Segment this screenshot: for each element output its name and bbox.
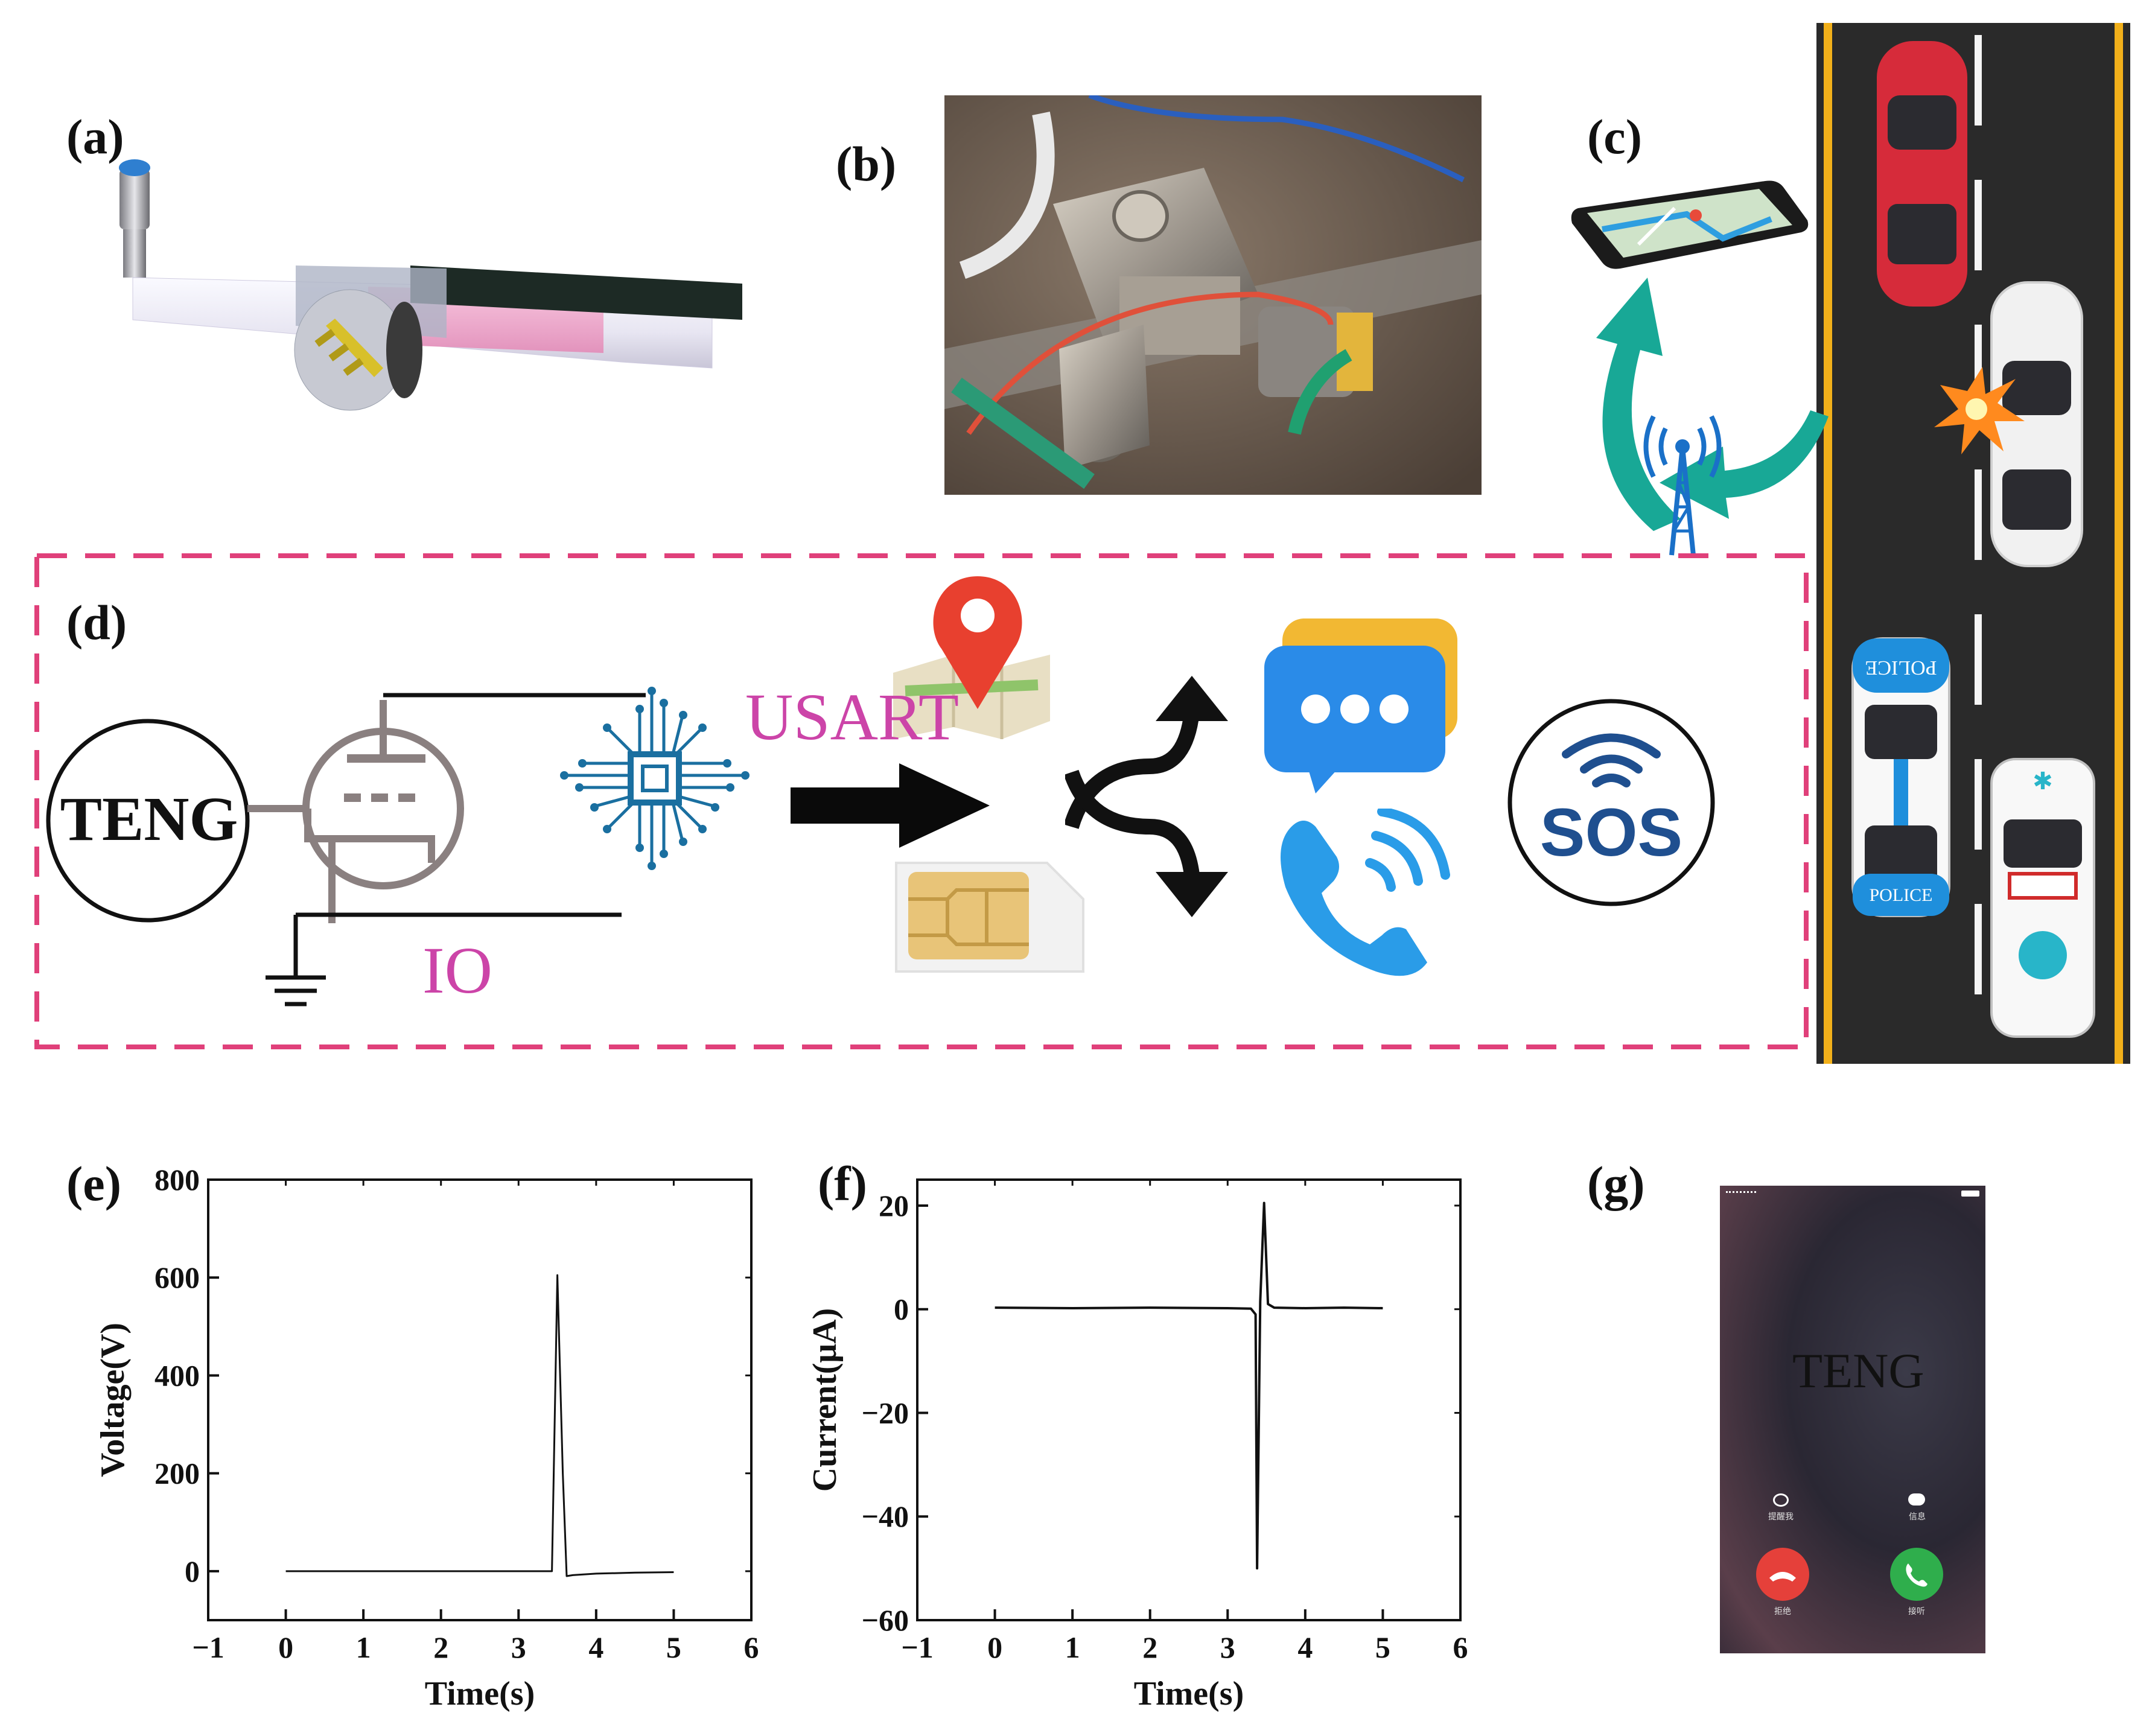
- x-tick-label: 5: [1375, 1630, 1390, 1664]
- y-tick-label: −20: [862, 1396, 909, 1429]
- panel-label-b: (b): [836, 136, 897, 191]
- x-tick-label: −1: [192, 1630, 224, 1664]
- hangup-icon: [1769, 1572, 1796, 1582]
- sos-label: SOS: [1539, 795, 1683, 870]
- incoming-call-screen: TENG 提醒我 信息 拒绝 接听: [1720, 1186, 1985, 1653]
- series-line: [285, 1274, 674, 1577]
- x-tick-label: 0: [987, 1630, 1002, 1664]
- alarm-icon[interactable]: [1773, 1493, 1789, 1507]
- panel-label-a: (a): [66, 109, 124, 164]
- road-scene: POLICE POLICE ✱: [1816, 23, 2130, 1064]
- sos-icon: [1507, 699, 1715, 906]
- police-door-text: POLICE: [1870, 885, 1933, 905]
- decline-button[interactable]: [1756, 1548, 1809, 1601]
- panel-label-g: (g): [1587, 1156, 1645, 1211]
- plot-frame: [207, 1178, 753, 1621]
- message-icon: [1264, 618, 1457, 793]
- plot-frame: [916, 1178, 1462, 1621]
- y-tick-label: 0: [894, 1292, 909, 1326]
- x-tick-label: 6: [1453, 1630, 1468, 1664]
- y-tick-label: 800: [154, 1165, 200, 1197]
- message-label: 信息: [1909, 1512, 1926, 1522]
- y-tick-label: 0: [185, 1554, 200, 1588]
- caller-name: TENG: [1792, 1343, 1924, 1398]
- teng-label: TENG: [60, 784, 238, 854]
- svg-text:✱: ✱: [2032, 768, 2053, 795]
- y-tick-label: 20: [879, 1189, 909, 1223]
- panel-label-d: (d): [66, 595, 127, 650]
- communication-arrows: [1596, 278, 1829, 556]
- smartphone-map: [1571, 180, 1809, 269]
- radio-tower-icon: [1643, 415, 1722, 556]
- x-axis-label: Time(s): [425, 1675, 535, 1712]
- y-axis-label: Current(μA): [806, 1308, 844, 1492]
- status-bar: [1726, 1189, 1979, 1198]
- usart-label: USART: [745, 680, 960, 754]
- discharge-tube-circuit: [247, 693, 646, 1006]
- x-tick-label: 1: [356, 1630, 371, 1664]
- x-axis-label: Time(s): [1134, 1675, 1244, 1712]
- police-roof-text: POLICE: [1865, 657, 1937, 679]
- prototype-photo: [944, 95, 1482, 495]
- panel-label-e: (e): [66, 1156, 122, 1211]
- y-axis-label: Voltage(V): [94, 1323, 132, 1477]
- teng-generator-circle: [46, 719, 250, 923]
- panel-label-c: (c): [1587, 109, 1643, 164]
- y-tick-label: 600: [154, 1261, 200, 1294]
- x-tick-label: 4: [1297, 1630, 1313, 1664]
- x-tick-label: 4: [588, 1630, 603, 1664]
- sim-card-icon: [895, 862, 1084, 973]
- split-arrows: [1065, 676, 1228, 917]
- device-3d-render: [119, 159, 742, 411]
- remind-me-label: 提醒我: [1768, 1512, 1794, 1522]
- x-tick-label: 0: [278, 1630, 293, 1664]
- answer-phone-icon: [1906, 1563, 1927, 1587]
- x-tick-label: −1: [901, 1630, 934, 1664]
- x-tick-label: 2: [1142, 1630, 1157, 1664]
- y-tick-label: −60: [862, 1603, 909, 1637]
- decline-label: 拒绝: [1774, 1607, 1791, 1617]
- y-tick-label: 200: [154, 1457, 200, 1490]
- x-tick-label: 6: [744, 1630, 759, 1664]
- y-tick-label: 400: [154, 1358, 200, 1392]
- map-location-icon: [893, 576, 1050, 739]
- system-diagram-border: [34, 553, 1809, 1049]
- series-line: [995, 1201, 1383, 1570]
- data-flow-arrow: [791, 763, 990, 848]
- message-bubble-icon[interactable]: [1908, 1493, 1925, 1505]
- x-tick-label: 5: [666, 1630, 681, 1664]
- panel-label-f: (f): [818, 1156, 867, 1211]
- io-label: IO: [422, 933, 493, 1007]
- phone-call-icon: [1281, 809, 1450, 976]
- microchip-icon: [560, 687, 750, 870]
- accept-label: 接听: [1908, 1607, 1925, 1617]
- x-tick-label: 3: [1220, 1630, 1235, 1664]
- x-tick-label: 2: [433, 1630, 448, 1664]
- x-tick-label: 1: [1065, 1630, 1080, 1664]
- y-tick-label: −40: [862, 1499, 909, 1533]
- accept-button[interactable]: [1890, 1548, 1943, 1601]
- x-tick-label: 3: [511, 1630, 526, 1664]
